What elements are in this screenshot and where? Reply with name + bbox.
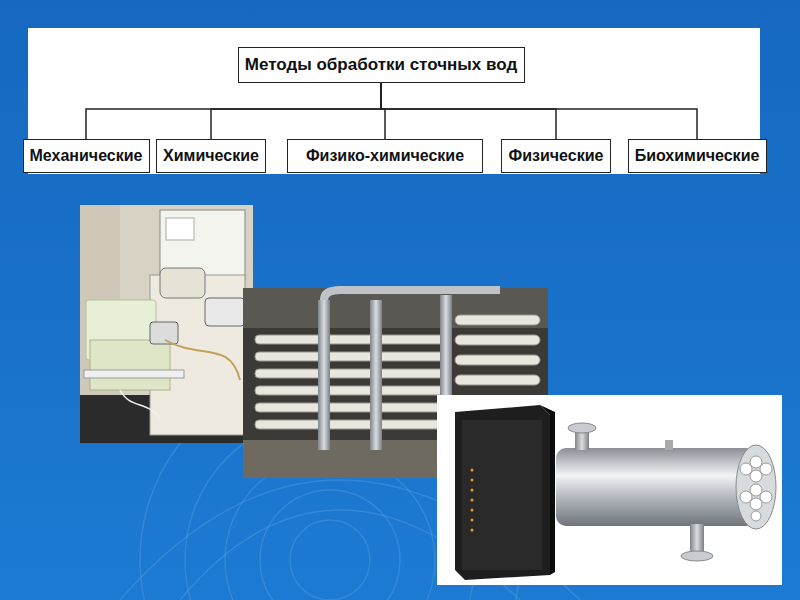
- tree-connector: [381, 83, 697, 139]
- tree-connector: [381, 83, 556, 139]
- lab-equipment-photo: [80, 205, 253, 443]
- method-label: Механические: [30, 147, 143, 165]
- method-label: Химические: [163, 147, 259, 165]
- method-label: Физические: [509, 147, 604, 165]
- tree-connector: [381, 83, 385, 139]
- diagram-title-label: Методы обработки сточных вод: [245, 56, 517, 75]
- uv-sterilizer-photo: [437, 395, 782, 585]
- tree-connector: [211, 83, 381, 139]
- method-label: Биохимические: [635, 147, 760, 165]
- method-box: Механические: [23, 139, 150, 173]
- root-box: Методы обработки сточных вод: [238, 47, 525, 83]
- method-box: Химические: [156, 139, 266, 173]
- tree-connector: [86, 83, 381, 139]
- method-box: Физические: [501, 139, 611, 173]
- diagram-band: [28, 28, 760, 174]
- method-box: Биохимические: [628, 139, 767, 173]
- method-box: Физико-химические: [287, 139, 483, 173]
- method-label: Физико-химические: [306, 147, 464, 165]
